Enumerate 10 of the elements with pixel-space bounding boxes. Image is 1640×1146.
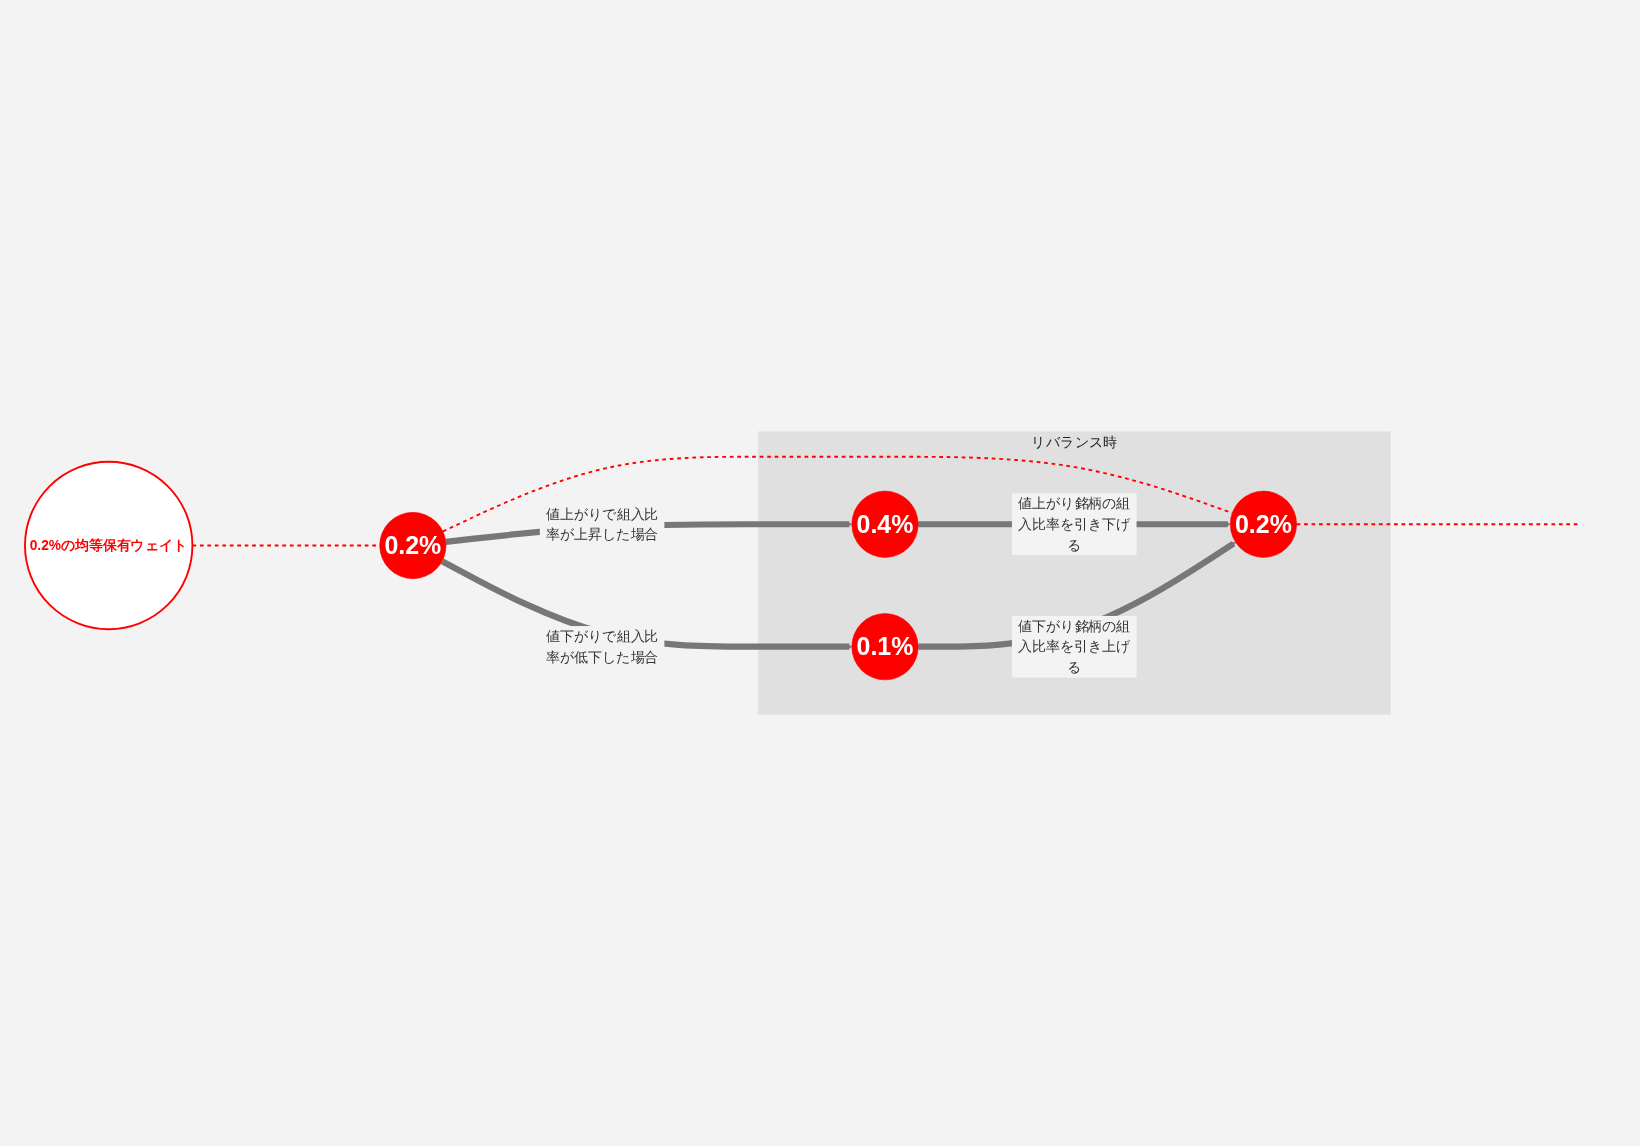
edge-label: 値下がりで組入比率が低下した場合 (546, 628, 658, 665)
node-circle: 0.2%の均等保有ウェイト (24, 460, 194, 631)
edge-label: 値上がりで組入比率が上昇した場合 (546, 506, 658, 543)
edge-label: 値下がり銘柄の組入比率を引き上げる (1018, 618, 1131, 676)
edge-label: 値上がり銘柄の組入比率を引き下げる (1018, 495, 1131, 553)
connector (1295, 523, 1579, 526)
node-circle: 0.4% (851, 490, 919, 558)
node-circle: 0.2% (1230, 490, 1297, 558)
node-circle: 0.1% (851, 613, 919, 681)
node-circle: 0.2% (379, 512, 447, 579)
